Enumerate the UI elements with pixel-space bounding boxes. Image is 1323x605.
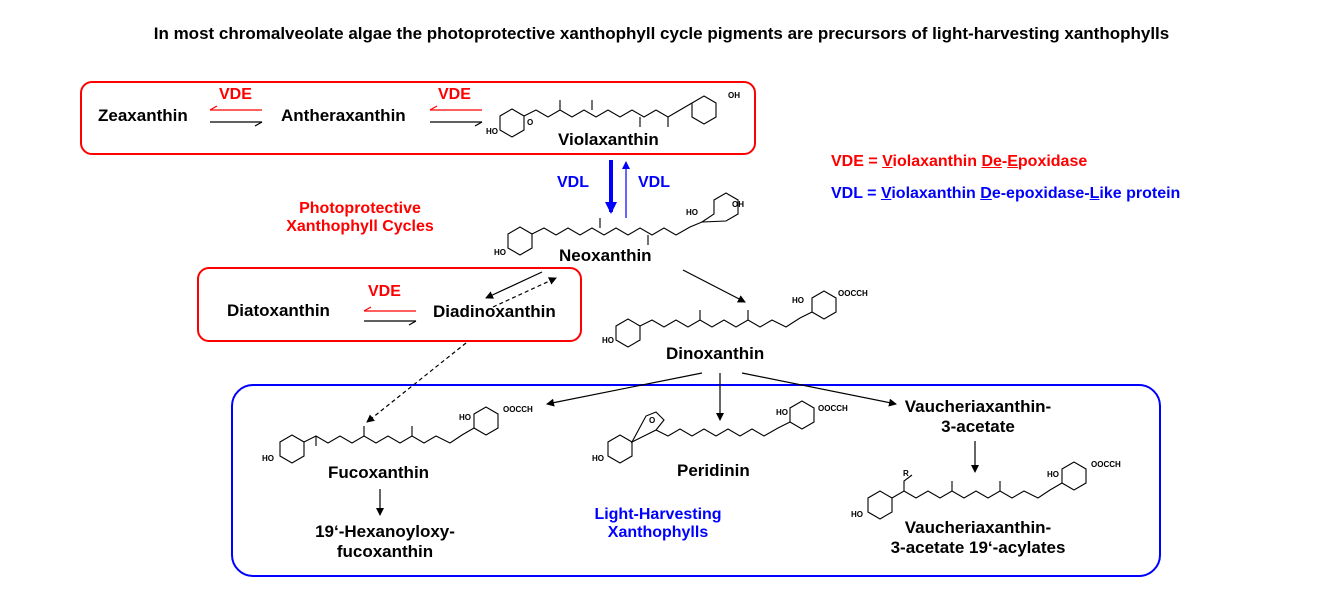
compound-diadinoxanthin: Diadinoxanthin (433, 302, 556, 321)
atom-label-ho-peri: HO (592, 454, 604, 463)
dinoxanthin-structure (615, 290, 837, 348)
atom-label-ho2-neo: HO (686, 208, 698, 217)
atom-label-ho-neo: HO (494, 248, 506, 257)
enzyme-label-vdl-right: VDL (638, 174, 670, 191)
equilibrium-arrow-anthera-viola (429, 105, 483, 127)
atom-label-r-vauch: R (903, 469, 909, 478)
compound-diatoxanthin: Diatoxanthin (227, 301, 330, 320)
atom-label-ho-vauch: HO (851, 510, 863, 519)
compound-neoxanthin: Neoxanthin (559, 246, 652, 265)
compound-zeaxanthin: Zeaxanthin (98, 106, 188, 125)
photoprotective-line1: Photoprotective (299, 200, 421, 217)
atom-label-ho2-vauch: HO (1047, 470, 1059, 479)
enzyme-label-vde-2: VDE (438, 86, 471, 103)
compound-peridinin: Peridinin (677, 461, 750, 480)
equilibrium-arrow-diato-diadino (363, 306, 417, 326)
atom-label-ho2-dino: HO (792, 296, 804, 305)
atom-label-ooacch3-vauch: OOCCH (1091, 460, 1121, 469)
vaucheriaxanthin-acylate-structure (867, 461, 1087, 520)
compound-vaucheriaxanthin-acyl-line1: Vaucheriaxanthin- (904, 518, 1052, 537)
compound-dinoxanthin: Dinoxanthin (666, 344, 765, 363)
atom-label-ooacch3-dino: OOCCH (838, 289, 868, 298)
compound-vaucheriaxanthin-acetate: Vaucheriaxanthin- 3-acetate (888, 397, 1068, 437)
compound-vaucheriaxanthin-acyl-line2: 3-acetate 19‘-acylates (890, 538, 1066, 557)
arrow-neo-to-diadino (485, 271, 543, 299)
compound-fucoxanthin: Fucoxanthin (328, 463, 430, 482)
neoxanthin-structure (507, 192, 739, 256)
compound-vaucheriaxanthin-line2: 3-acetate (941, 417, 1015, 436)
compound-vaucheriaxanthin-acylates: Vaucheriaxanthin- 3-acetate 19‘-acylates (878, 518, 1078, 558)
enzyme-label-vde-1: VDE (219, 86, 252, 103)
atom-label-ho-fuco: HO (262, 454, 274, 463)
atom-label-ho-dino: HO (602, 336, 614, 345)
compound-vaucheriaxanthin-line1: Vaucheriaxanthin- (904, 397, 1052, 416)
legend-vde: VDE = Violaxanthin De-Epoxidase (831, 153, 1088, 170)
compound-hexanoyloxy-line2: fucoxanthin (336, 542, 434, 561)
compound-hexanoyloxy-line1: 19‘-Hexanoyloxy- (315, 522, 455, 541)
atom-label-oh-viola: OH (728, 91, 740, 100)
light-harvesting-line1: Light-Harvesting (594, 506, 722, 523)
legend-vdl: VDL = Violaxanthin De-epoxidase-Like pro… (831, 185, 1181, 202)
compound-hexanoyloxyfucoxanthin: 19‘-Hexanoyloxy- fucoxanthin (300, 522, 470, 562)
diadinoxanthin-cycle-box (197, 267, 582, 342)
enzyme-label-vde-3: VDE (368, 283, 401, 300)
compound-antheraxanthin: Antheraxanthin (281, 106, 406, 125)
figure-title: In most chromalveolate algae the photopr… (153, 24, 1170, 43)
equilibrium-arrow-zea-anthera (209, 105, 263, 127)
photoprotective-label: Photoprotective Xanthophyll Cycles (265, 200, 455, 236)
compound-violaxanthin: Violaxanthin (558, 130, 659, 149)
fucoxanthin-structure (279, 406, 499, 464)
atom-label-ooacch3-peri: OOCCH (818, 404, 848, 413)
arrow-neo-to-dino (682, 269, 746, 303)
light-harvesting-box (231, 384, 1161, 577)
arrow-dino-to-vaucheria (741, 372, 897, 407)
atom-label-oh-neo: OH (732, 200, 744, 209)
atom-label-ooacch3-fuco: OOCCH (503, 405, 533, 414)
photoprotective-line2: Xanthophyll Cycles (286, 218, 434, 235)
arrow-diadino-to-fuco-dashed (366, 342, 467, 423)
atom-label-o-peri: O (649, 416, 656, 425)
violaxanthin-structure (499, 95, 717, 138)
atom-label-ho-viola: HO (486, 127, 498, 136)
arrow-dino-to-fuco (546, 372, 703, 407)
arrow-diadino-to-neo-dashed (492, 277, 557, 308)
atom-label-o-viola: O (527, 118, 534, 127)
peridinin-structure (607, 400, 815, 464)
atom-label-ho2-peri: HO (776, 408, 788, 417)
atom-label-ho2-fuco: HO (459, 413, 471, 422)
violaxanthin-cycle-box (80, 81, 756, 155)
light-harvesting-label: Light-Harvesting Xanthophylls (568, 506, 748, 542)
enzyme-label-vdl-left: VDL (557, 174, 589, 191)
light-harvesting-line2: Xanthophylls (607, 524, 709, 541)
